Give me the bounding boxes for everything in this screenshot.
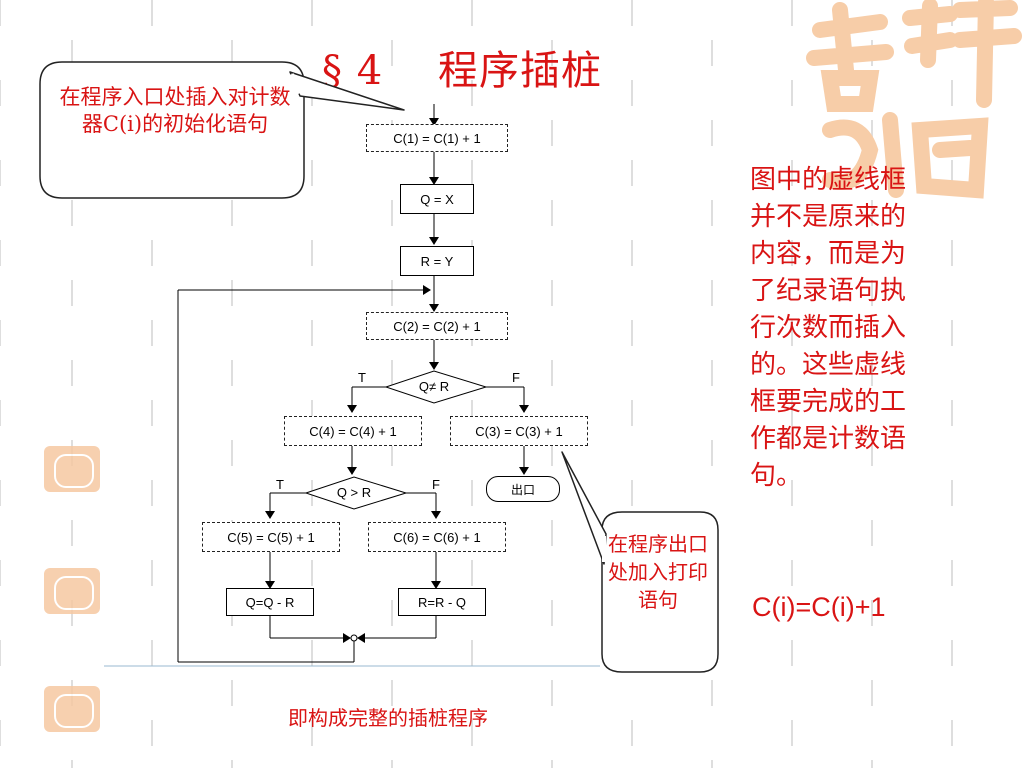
decorative-watermark xyxy=(800,0,1024,200)
decision-1-false-label: F xyxy=(512,370,520,385)
counter-c6-box: C(6) = C(6) + 1 xyxy=(368,522,506,552)
seal-stamp-1 xyxy=(44,446,100,492)
assign-q-box: Q = X xyxy=(400,184,474,214)
decision-2-label: Q > R xyxy=(336,485,372,500)
seal-stamp-2 xyxy=(44,568,100,614)
exit-terminal: 出口 xyxy=(486,476,560,502)
callout-exit-text: 在程序出口处加入打印语句 xyxy=(608,532,708,612)
seal-stamp-3 xyxy=(44,686,100,732)
counter-c2-box: C(2) = C(2) + 1 xyxy=(366,312,508,340)
q-minus-r-box: Q=Q - R xyxy=(226,588,314,616)
callout-entry-bubble xyxy=(39,61,305,199)
counter-c4-box: C(4) = C(4) + 1 xyxy=(284,416,422,446)
r-minus-q-box: R=R - Q xyxy=(398,588,486,616)
side-explanation: 图中的虚线框并不是原来的内容，而是为了纪录语句执行次数而插入的。这些虚线框要完成… xyxy=(750,165,907,491)
counter-c5-box: C(5) = C(5) + 1 xyxy=(202,522,340,552)
slide-title: § 4 程序插桩 xyxy=(322,48,603,94)
decision-1-label: Q≠ R xyxy=(418,379,450,394)
decision-2-true-label: T xyxy=(276,477,284,492)
decision-2-false-label: F xyxy=(432,477,440,492)
callout-entry-text: 在程序入口处插入对计数器C(i)的初始化语句 xyxy=(59,85,291,136)
counter-c1-box: C(1) = C(1) + 1 xyxy=(366,124,508,152)
counter-formula: C(i)=C(i)+1 xyxy=(752,592,886,622)
callout-exit-bubble xyxy=(601,511,719,673)
counter-c3-box: C(3) = C(3) + 1 xyxy=(450,416,588,446)
slide-caption: 即构成完整的插桩程序 xyxy=(288,706,488,730)
assign-r-box: R = Y xyxy=(400,246,474,276)
decision-1-true-label: T xyxy=(358,370,366,385)
